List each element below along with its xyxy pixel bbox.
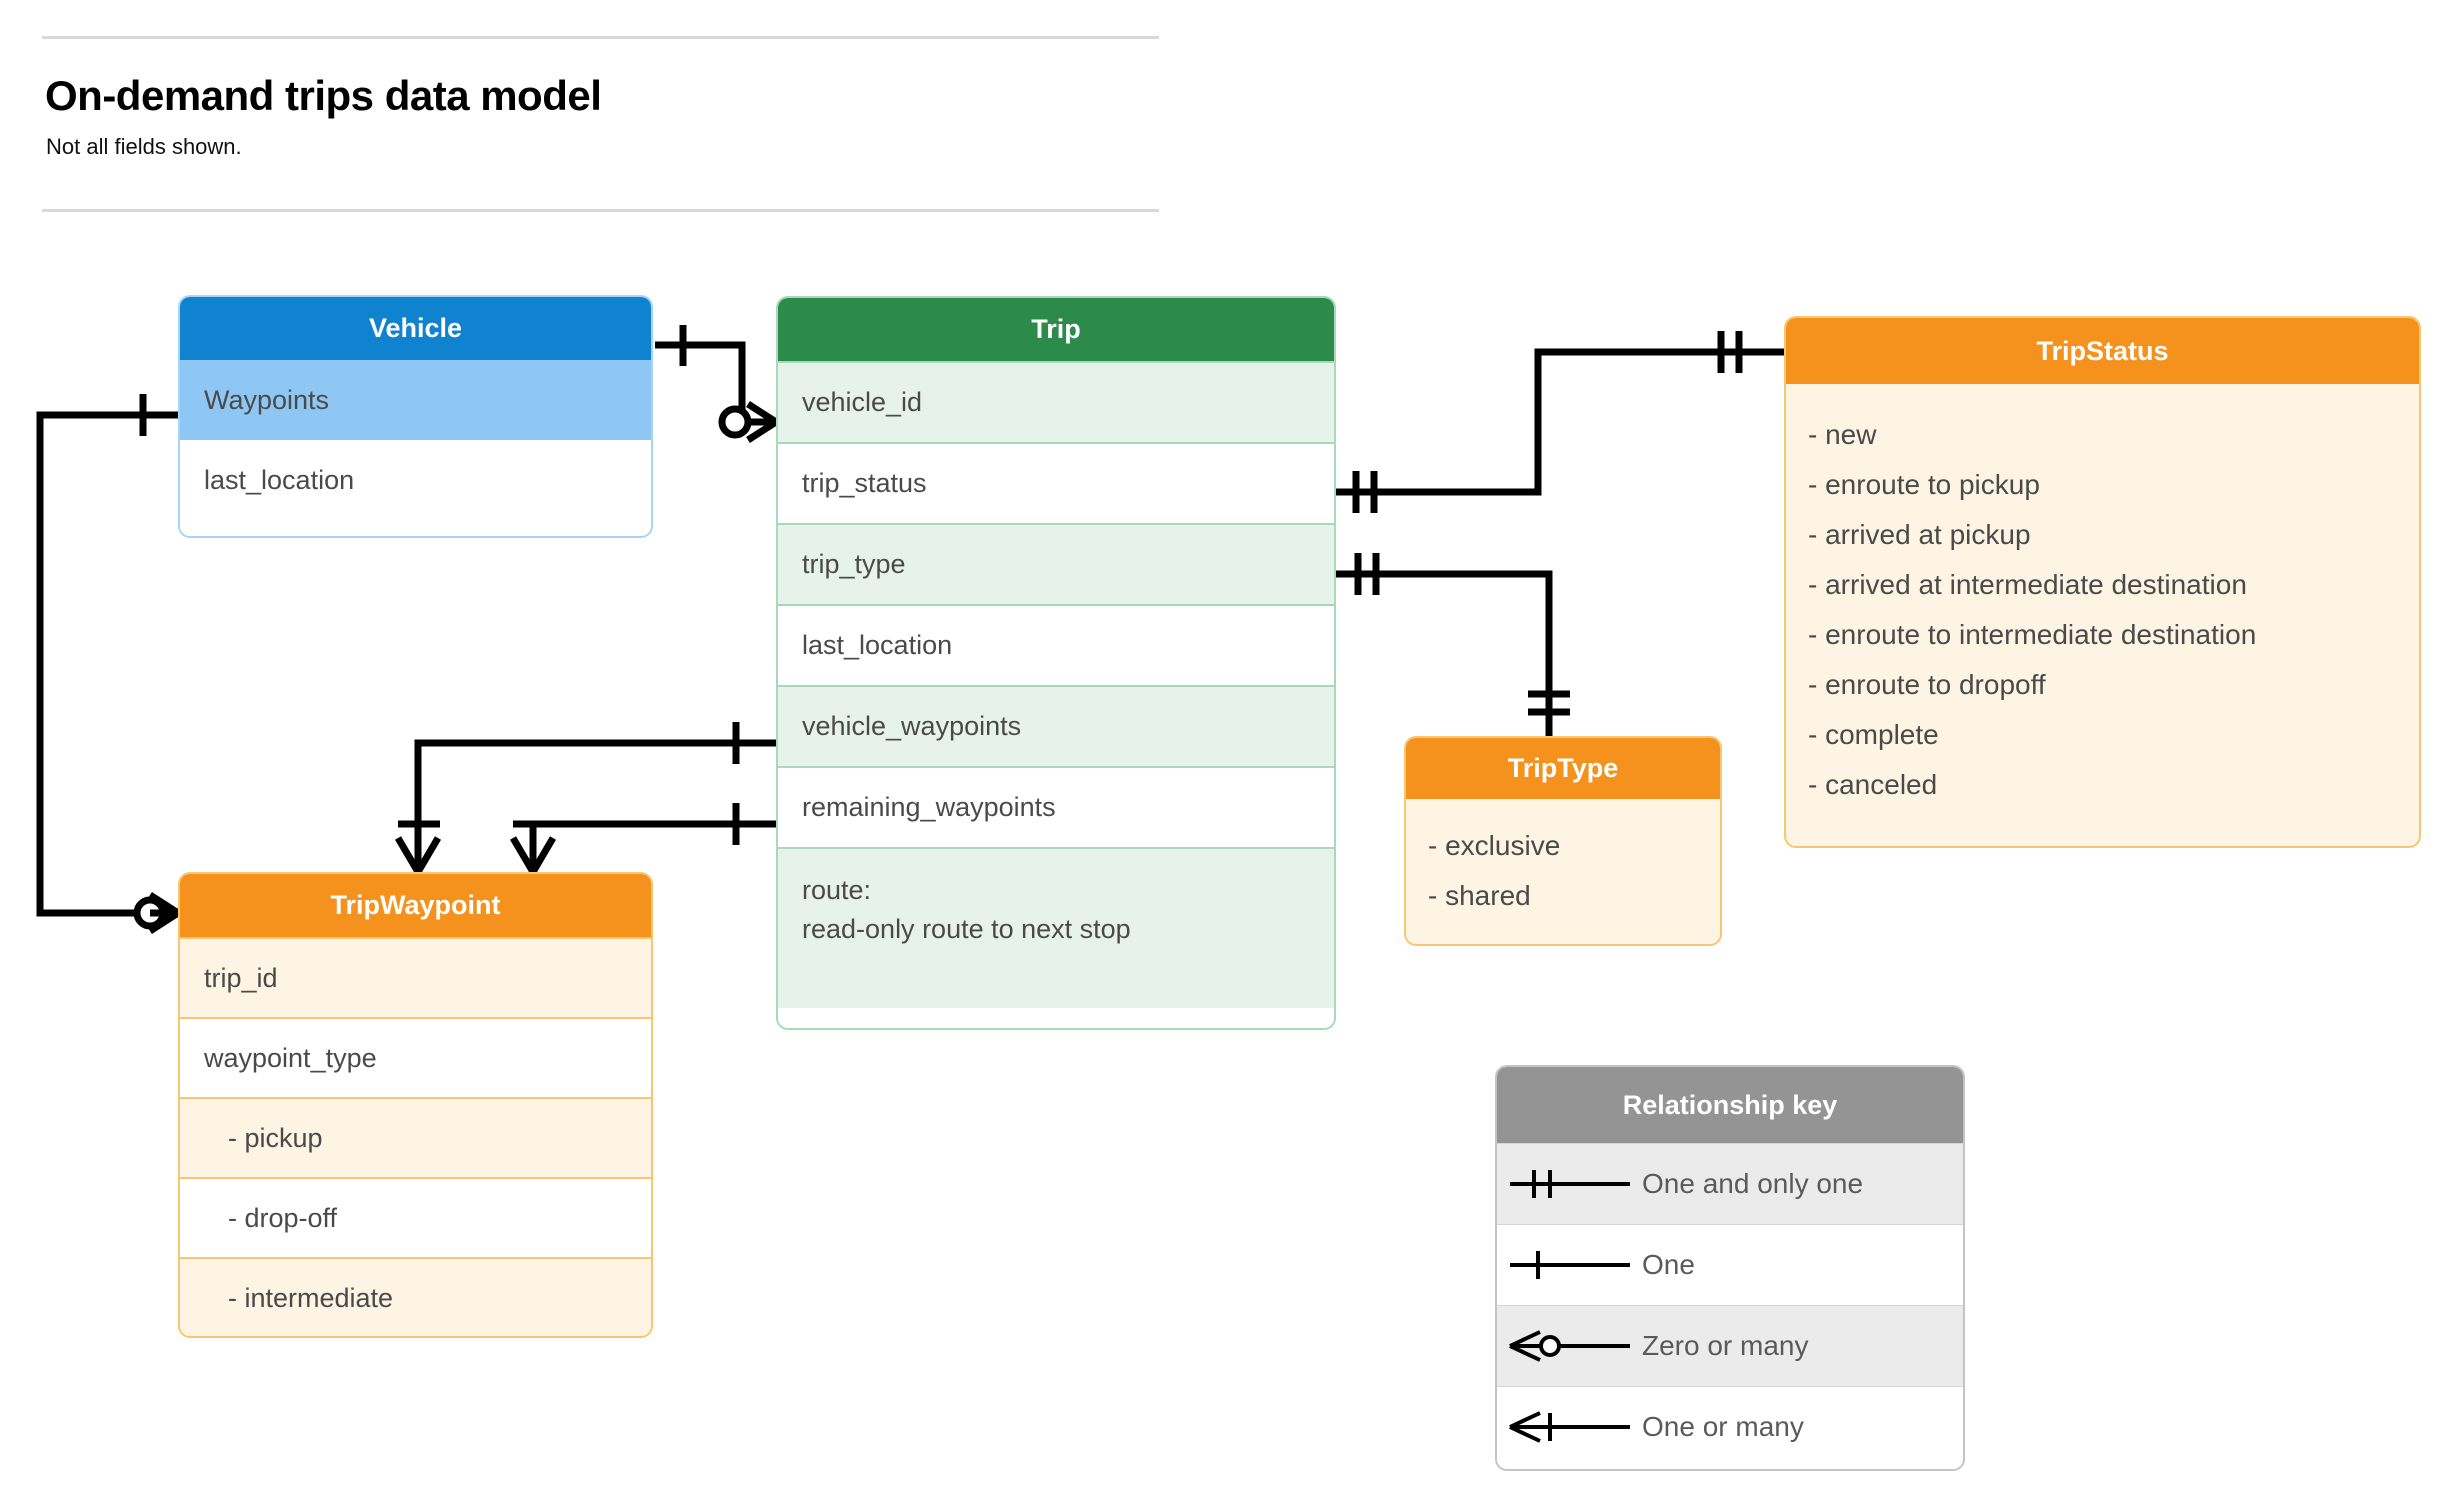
one-or-many-icon bbox=[1497, 1407, 1642, 1447]
connector-vehicle-trip bbox=[655, 325, 778, 443]
vehicle-field-waypoints[interactable]: Waypoints bbox=[180, 360, 651, 440]
connector-trip-tripstatus bbox=[1336, 331, 1784, 513]
list-item: - enroute to pickup bbox=[1808, 469, 2040, 500]
zero-or-many-icon bbox=[1497, 1326, 1642, 1366]
trip-route-description: read-only route to next stop bbox=[802, 914, 1131, 945]
relationship-key-panel[interactable]: Relationship key One and only one One bbox=[1495, 1065, 1965, 1471]
trip-field-trip-status[interactable]: trip_status bbox=[778, 442, 1334, 523]
trip-field-route[interactable]: route: read-only route to next stop bbox=[778, 847, 1334, 1008]
relationship-key-title: Relationship key bbox=[1497, 1067, 1963, 1143]
entity-vehicle[interactable]: Vehicle Waypoints last_location bbox=[178, 295, 653, 538]
legend-label: One or many bbox=[1642, 1411, 1804, 1442]
legend-row-one-or-many: One or many bbox=[1497, 1386, 1963, 1467]
page-title: On-demand trips data model bbox=[45, 72, 602, 119]
trip-field-vehicle-id[interactable]: vehicle_id bbox=[778, 361, 1334, 442]
connector-trip-remainingwaypoints-tripwaypoint bbox=[509, 803, 776, 874]
list-item: - shared bbox=[1428, 880, 1531, 911]
connector-trip-vehiclewaypoints-tripwaypoint bbox=[394, 722, 776, 874]
connector-vehicle-waypoints-tripwaypoint bbox=[36, 394, 180, 934]
list-item: - enroute to dropoff bbox=[1808, 669, 2046, 700]
trip-route-label: route: bbox=[802, 875, 872, 905]
header-divider-top bbox=[42, 36, 1159, 39]
page-subtitle: Not all fields shown. bbox=[46, 134, 242, 159]
one-icon bbox=[1497, 1245, 1642, 1285]
entity-trip-waypoint[interactable]: TripWaypoint trip_id waypoint_type - pic… bbox=[178, 872, 653, 1338]
list-item: - enroute to intermediate destination bbox=[1808, 619, 2257, 650]
legend-label: Zero or many bbox=[1642, 1330, 1809, 1361]
entity-trip-status-title: TripStatus bbox=[1786, 318, 2419, 384]
header-divider-bottom bbox=[42, 209, 1159, 212]
entity-trip-type[interactable]: TripType - exclusive - shared bbox=[1404, 736, 1722, 946]
tripwaypoint-value-drop-off: - drop-off bbox=[180, 1177, 651, 1257]
trip-field-vehicle-waypoints[interactable]: vehicle_waypoints bbox=[778, 685, 1334, 766]
list-item: - arrived at pickup bbox=[1808, 519, 2031, 550]
list-item: - arrived at intermediate destination bbox=[1808, 569, 2247, 600]
entity-trip-title: Trip bbox=[778, 298, 1334, 361]
list-item: - complete bbox=[1808, 719, 1939, 750]
trip-type-value-list: - exclusive - shared bbox=[1406, 799, 1720, 921]
vehicle-field-last-location[interactable]: last_location bbox=[180, 440, 651, 520]
entity-vehicle-title: Vehicle bbox=[180, 297, 651, 360]
legend-row-one-and-only-one: One and only one bbox=[1497, 1143, 1963, 1224]
legend-label: One and only one bbox=[1642, 1168, 1864, 1199]
entity-trip-waypoint-title: TripWaypoint bbox=[180, 874, 651, 937]
one-and-only-one-icon bbox=[1497, 1164, 1642, 1204]
connector-trip-triptype bbox=[1336, 553, 1570, 736]
trip-field-last-location[interactable]: last_location bbox=[778, 604, 1334, 685]
legend-row-zero-or-many: Zero or many bbox=[1497, 1305, 1963, 1386]
list-item: - new bbox=[1808, 419, 1877, 450]
entity-trip-type-title: TripType bbox=[1406, 738, 1720, 799]
tripwaypoint-field-waypoint-type[interactable]: waypoint_type bbox=[180, 1017, 651, 1097]
entity-trip-status[interactable]: TripStatus - new - enroute to pickup - a… bbox=[1784, 316, 2421, 848]
legend-label: One bbox=[1642, 1249, 1695, 1280]
tripwaypoint-value-pickup: - pickup bbox=[180, 1097, 651, 1177]
legend-row-one: One bbox=[1497, 1224, 1963, 1305]
list-item: - canceled bbox=[1808, 769, 1938, 800]
tripwaypoint-value-intermediate: - intermediate bbox=[180, 1257, 651, 1336]
trip-status-value-list: - new - enroute to pickup - arrived at p… bbox=[1786, 384, 2419, 810]
tripwaypoint-field-trip-id[interactable]: trip_id bbox=[180, 937, 651, 1017]
entity-trip[interactable]: Trip vehicle_id trip_status trip_type la… bbox=[776, 296, 1336, 1030]
trip-field-remaining-waypoints[interactable]: remaining_waypoints bbox=[778, 766, 1334, 847]
trip-field-trip-type[interactable]: trip_type bbox=[778, 523, 1334, 604]
list-item: - exclusive bbox=[1428, 830, 1561, 861]
